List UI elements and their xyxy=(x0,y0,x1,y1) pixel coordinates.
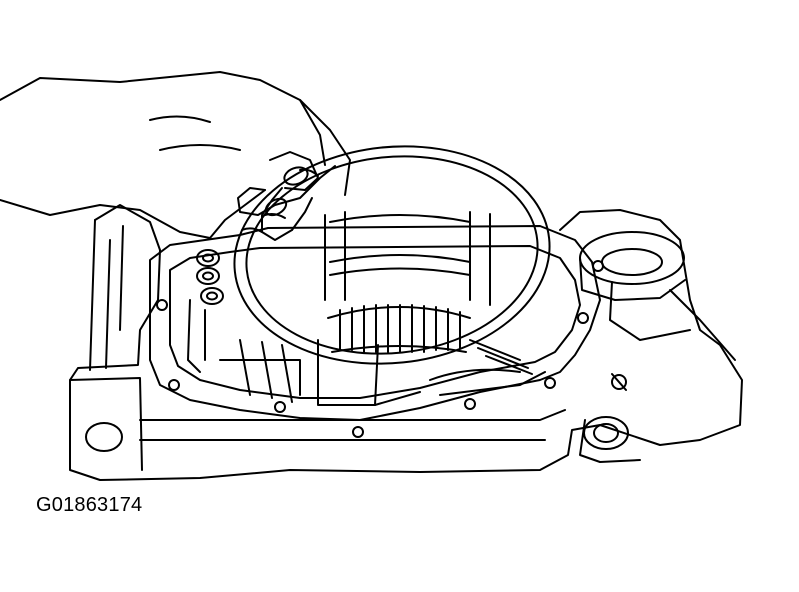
right-port xyxy=(579,231,736,391)
hand xyxy=(0,71,351,241)
internal-drum xyxy=(219,211,546,406)
snap-ring xyxy=(233,145,551,365)
left-ports xyxy=(187,249,224,373)
figure-id-label: G01863174 xyxy=(36,494,143,516)
transmission-case xyxy=(69,204,743,481)
